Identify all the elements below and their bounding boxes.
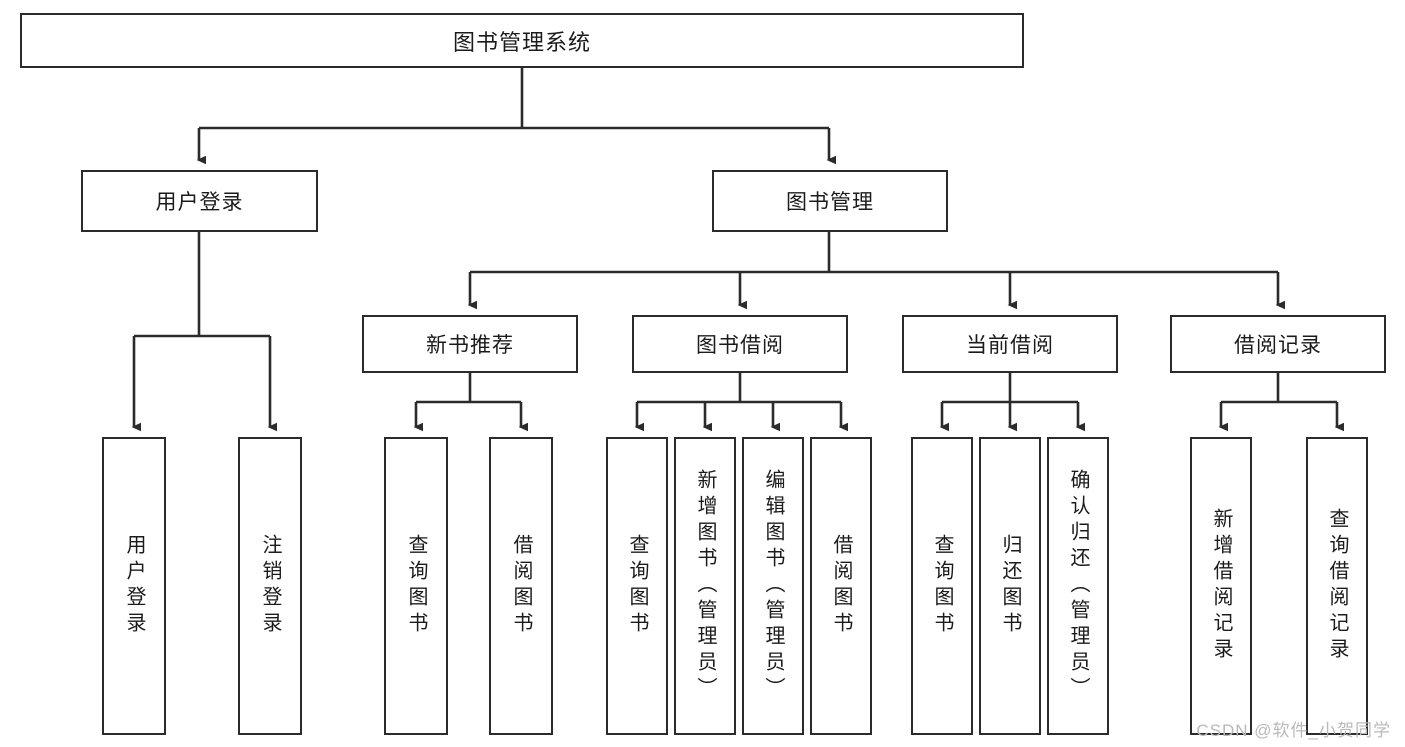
- leaf-query-borrow-record-label: 查询借阅记录: [1326, 508, 1348, 664]
- leaf-query-borrow-record[interactable]: 查询借阅记录: [1306, 437, 1368, 735]
- leaf-borrow-book-recommend[interactable]: 借阅图书: [489, 437, 553, 735]
- leaf-query-book-borrow-label: 查询图书: [626, 534, 648, 638]
- leaf-add-borrow-record[interactable]: 新增借阅记录: [1190, 437, 1252, 735]
- leaf-user-logout[interactable]: 注销登录: [238, 437, 302, 735]
- leaf-query-book-borrow[interactable]: 查询图书: [606, 437, 668, 735]
- leaf-add-borrow-record-label: 新增借阅记录: [1210, 508, 1232, 664]
- leaf-confirm-return-admin[interactable]: 确认归还（管理员）: [1047, 437, 1109, 735]
- node-book-management-label: 图书管理: [786, 191, 874, 214]
- leaf-return-book-label: 归还图书: [999, 534, 1021, 638]
- node-borrow-record-label: 借阅记录: [1234, 334, 1322, 357]
- node-current-borrow[interactable]: 当前借阅: [902, 315, 1118, 373]
- leaf-edit-book-admin[interactable]: 编辑图书（管理员）: [742, 437, 804, 735]
- leaf-return-book[interactable]: 归还图书: [979, 437, 1041, 735]
- leaf-query-book-recommend[interactable]: 查询图书: [384, 437, 448, 735]
- node-root-label: 图书管理系统: [452, 29, 591, 55]
- leaf-user-login-label: 用户登录: [123, 534, 145, 638]
- leaf-user-login[interactable]: 用户登录: [102, 437, 166, 735]
- leaf-add-book-admin[interactable]: 新增图书（管理员）: [674, 437, 736, 735]
- node-book-borrow[interactable]: 图书借阅: [632, 315, 848, 373]
- node-borrow-record[interactable]: 借阅记录: [1170, 315, 1386, 373]
- leaf-borrow-book-label: 借阅图书: [830, 534, 852, 638]
- node-new-book-recommend[interactable]: 新书推荐: [362, 315, 578, 373]
- leaf-query-book-current-label: 查询图书: [931, 534, 953, 638]
- leaf-user-logout-label: 注销登录: [259, 534, 281, 638]
- node-user-login[interactable]: 用户登录: [81, 170, 318, 232]
- leaf-query-book-recommend-label: 查询图书: [405, 534, 427, 638]
- leaf-edit-book-admin-label: 编辑图书（管理员）: [762, 469, 784, 703]
- leaf-query-book-current[interactable]: 查询图书: [911, 437, 973, 735]
- node-root[interactable]: 图书管理系统: [20, 13, 1024, 68]
- node-book-borrow-label: 图书借阅: [696, 334, 784, 357]
- leaf-borrow-book-recommend-label: 借阅图书: [510, 534, 532, 638]
- node-new-book-recommend-label: 新书推荐: [426, 334, 514, 357]
- leaf-borrow-book[interactable]: 借阅图书: [810, 437, 872, 735]
- leaf-add-book-admin-label: 新增图书（管理员）: [694, 469, 716, 703]
- node-book-management[interactable]: 图书管理: [712, 170, 948, 232]
- watermark-text: CSDN @软件_小贺同学: [1196, 721, 1391, 740]
- node-current-borrow-label: 当前借阅: [966, 334, 1054, 357]
- leaf-confirm-return-admin-label: 确认归还（管理员）: [1067, 469, 1089, 703]
- node-user-login-label: 用户登录: [155, 191, 244, 214]
